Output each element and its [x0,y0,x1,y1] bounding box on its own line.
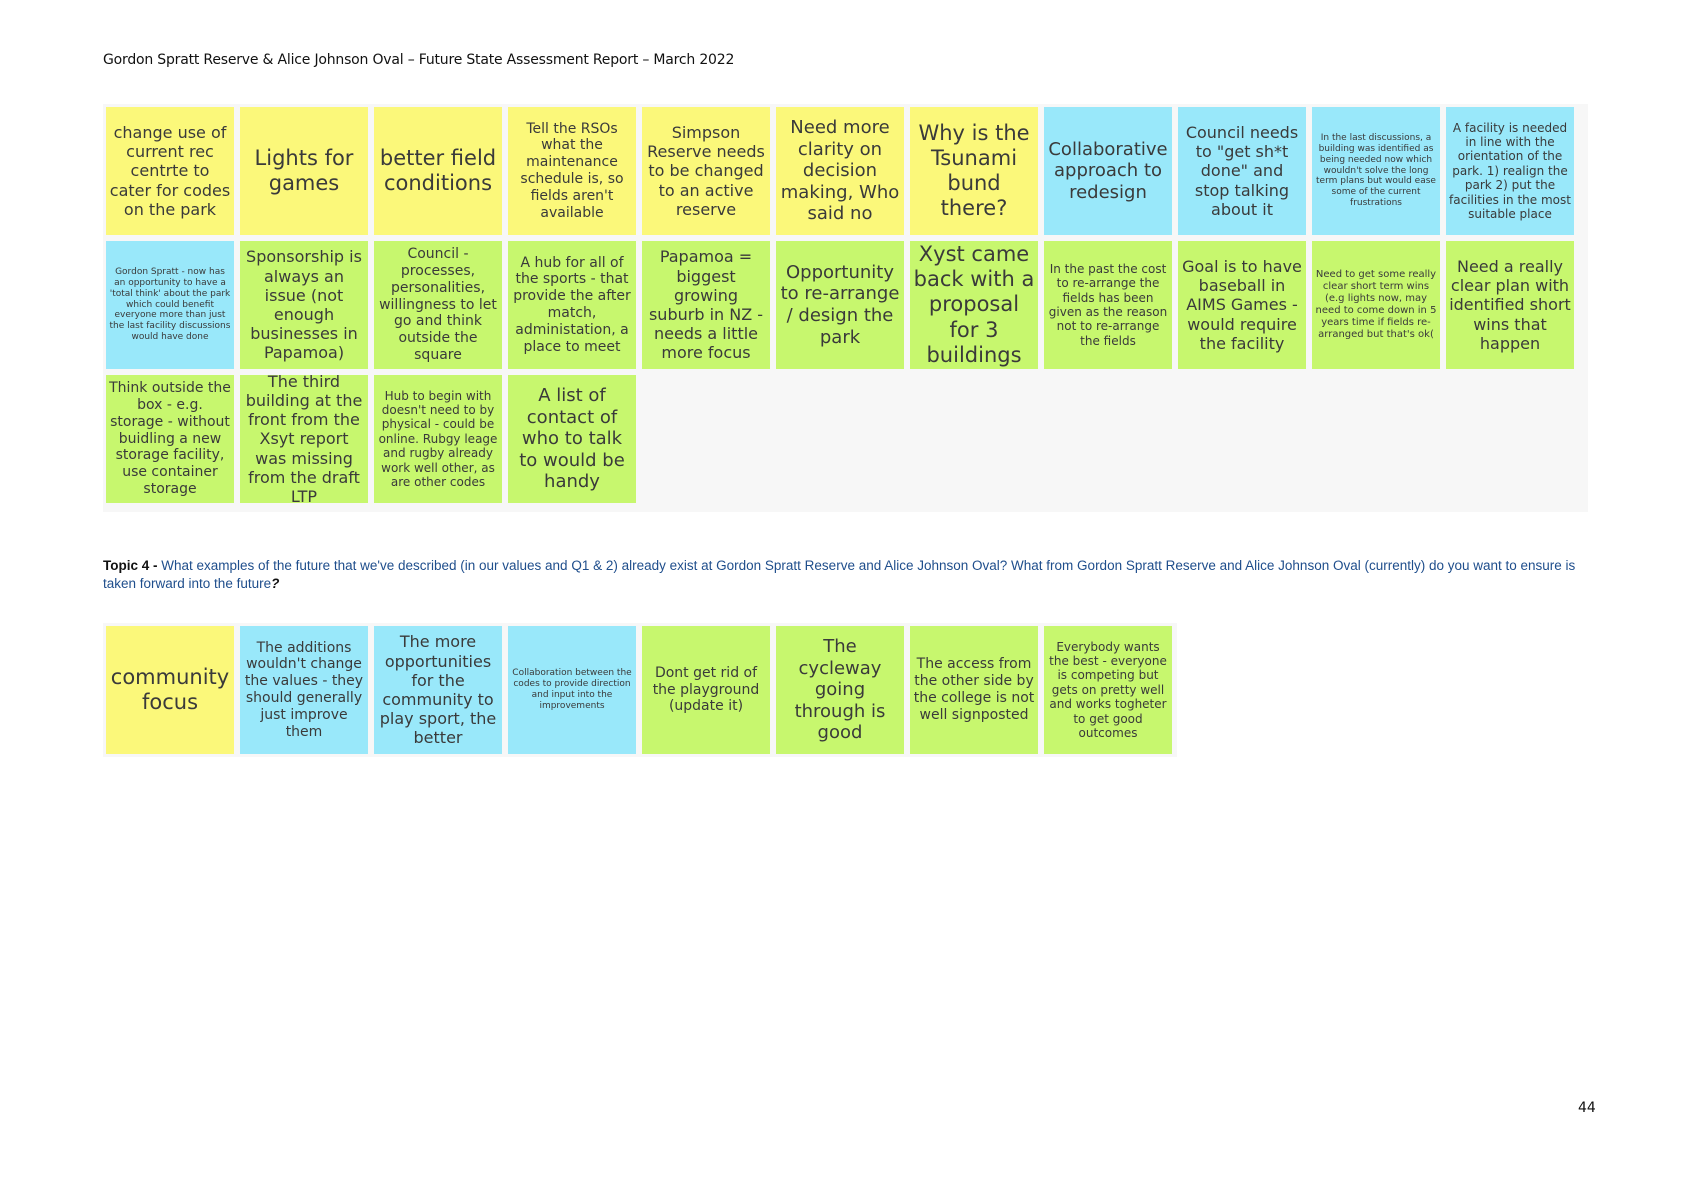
sticky-note: Simpson Reserve needs to be changed to a… [642,107,770,235]
sticky-note: The access from the other side by the co… [910,626,1038,754]
sticky-note: better field conditions [374,107,502,235]
sticky-note: community focus [106,626,234,754]
sticky-note: Hub to begin with doesn't need to by phy… [374,375,502,503]
sticky-note: Everybody wants the best - everyone is c… [1044,626,1172,754]
sticky-note: Gordon Spratt - now has an opportunity t… [106,241,234,369]
sticky-note: Sponsorship is always an issue (not enou… [240,241,368,369]
sticky-note: Lights for games [240,107,368,235]
sticky-note: Dont get rid of the playground (update i… [642,626,770,754]
sticky-note: The cycleway going through is good [776,626,904,754]
sticky-note: Need more clarity on decision making, Wh… [776,107,904,235]
sticky-note: Goal is to have baseball in AIMS Games -… [1178,241,1306,369]
topic-label: Topic 4 - [103,558,162,573]
sticky-note: change use of current rec centrte to cat… [106,107,234,235]
sticky-note: Need a really clear plan with identified… [1446,241,1574,369]
topic-question-mark: ? [271,576,280,591]
sticky-note: Papamoa = biggest growing suburb in NZ -… [642,241,770,369]
sticky-note: Need to get some really clear short term… [1312,241,1440,369]
sticky-note: A list of contact of who to talk to woul… [508,375,636,503]
sticky-note: The additions wouldn't change the values… [240,626,368,754]
sticky-note: Tell the RSOs what the maintenance sched… [508,107,636,235]
page-header: Gordon Spratt Reserve & Alice Johnson Ov… [103,52,735,68]
sticky-note: The third building at the front from the… [240,375,368,503]
sticky-board-1: change use of current rec centrte to cat… [103,104,1588,512]
sticky-note: A hub for all of the sports - that provi… [508,241,636,369]
sticky-board-2: community focus The additions wouldn't c… [103,623,1177,757]
sticky-note: Collaboration between the codes to provi… [508,626,636,754]
sticky-note: Opportunity to re-arrange / design the p… [776,241,904,369]
topic-4-question: Topic 4 - What examples of the future th… [103,557,1603,593]
sticky-note: In the past the cost to re-arrange the f… [1044,241,1172,369]
page-number: 44 [1578,1100,1596,1116]
sticky-note: Think outside the box - e.g. storage - w… [106,375,234,503]
sticky-note: The more opportunities for the community… [374,626,502,754]
topic-question-text: What examples of the future that we've d… [103,558,1576,591]
sticky-note: Council needs to "get sh*t done" and sto… [1178,107,1306,235]
sticky-note: Xyst came back with a proposal for 3 bui… [910,241,1038,369]
sticky-note: A facility is needed in line with the or… [1446,107,1574,235]
sticky-note: In the last discussions, a building was … [1312,107,1440,235]
sticky-note: Council - processes, personalities, will… [374,241,502,369]
sticky-note: Why is the Tsunami bund there? [910,107,1038,235]
sticky-note: Collaborative approach to redesign [1044,107,1172,235]
